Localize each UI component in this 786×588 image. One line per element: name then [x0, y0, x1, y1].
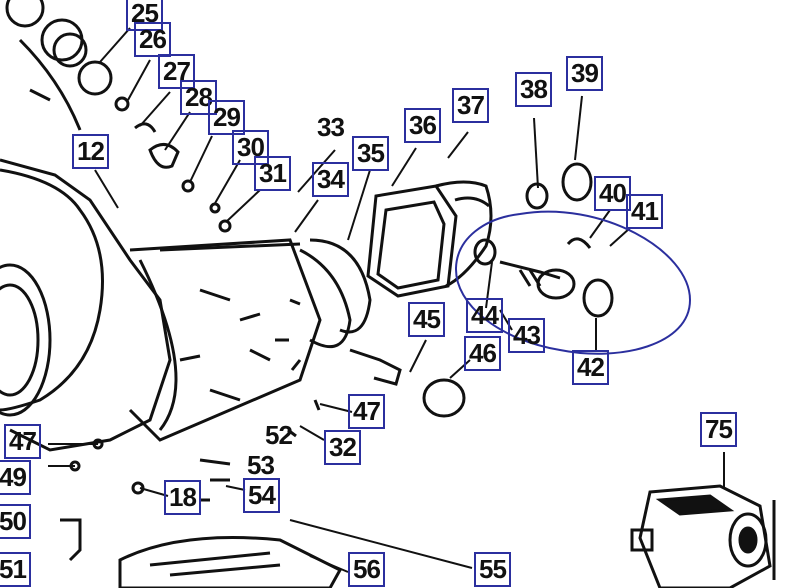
part-label-39: 39 — [566, 56, 603, 91]
part-label-51: 51 — [0, 552, 31, 587]
part-label-37: 37 — [452, 88, 489, 123]
part-label-35: 35 — [352, 136, 389, 171]
part-label-30: 30 — [232, 130, 269, 165]
part-label-50: 50 — [0, 504, 31, 539]
extension-housing — [366, 180, 493, 298]
part-label-40: 40 — [594, 176, 631, 211]
speedo-parts — [473, 162, 614, 318]
part-label-43: 43 — [508, 318, 545, 353]
part-label-12: 12 — [72, 134, 109, 169]
part-label-49: 49 — [0, 460, 31, 495]
part-label-18: 18 — [164, 480, 201, 515]
part-label-34: 34 — [312, 162, 349, 197]
part-label-38: 38 — [515, 72, 552, 107]
part-label-54: 54 — [243, 478, 280, 513]
part-label-33: 33 — [317, 112, 345, 142]
part-75-assembly — [630, 484, 776, 588]
part-label-53: 53 — [247, 450, 275, 480]
part-label-26: 26 — [134, 22, 171, 57]
part-label-75: 75 — [700, 412, 737, 447]
part-label-41: 41 — [626, 194, 663, 229]
part-label-46: 46 — [464, 336, 501, 371]
lower-parts — [60, 348, 466, 588]
part-label-44: 44 — [466, 298, 503, 333]
part-label-55: 55 — [474, 552, 511, 587]
part-label-47-left: 47 — [4, 424, 41, 459]
part-label-56: 56 — [348, 552, 385, 587]
annotation-circle — [454, 210, 692, 355]
part-label-27: 27 — [158, 54, 195, 89]
part-label-52: 52 — [265, 420, 293, 450]
part-label-45: 45 — [408, 302, 445, 337]
part-label-31: 31 — [254, 156, 291, 191]
part-label-47-right: 47 — [348, 394, 385, 429]
part-label-36: 36 — [404, 108, 441, 143]
top-left-parts — [5, 0, 232, 233]
part-label-29: 29 — [208, 100, 245, 135]
leader-lines — [48, 27, 725, 573]
part-label-25: 25 — [126, 0, 163, 31]
part-label-32: 32 — [324, 430, 361, 465]
part-label-42: 42 — [572, 350, 609, 385]
transmission-case — [0, 158, 372, 452]
